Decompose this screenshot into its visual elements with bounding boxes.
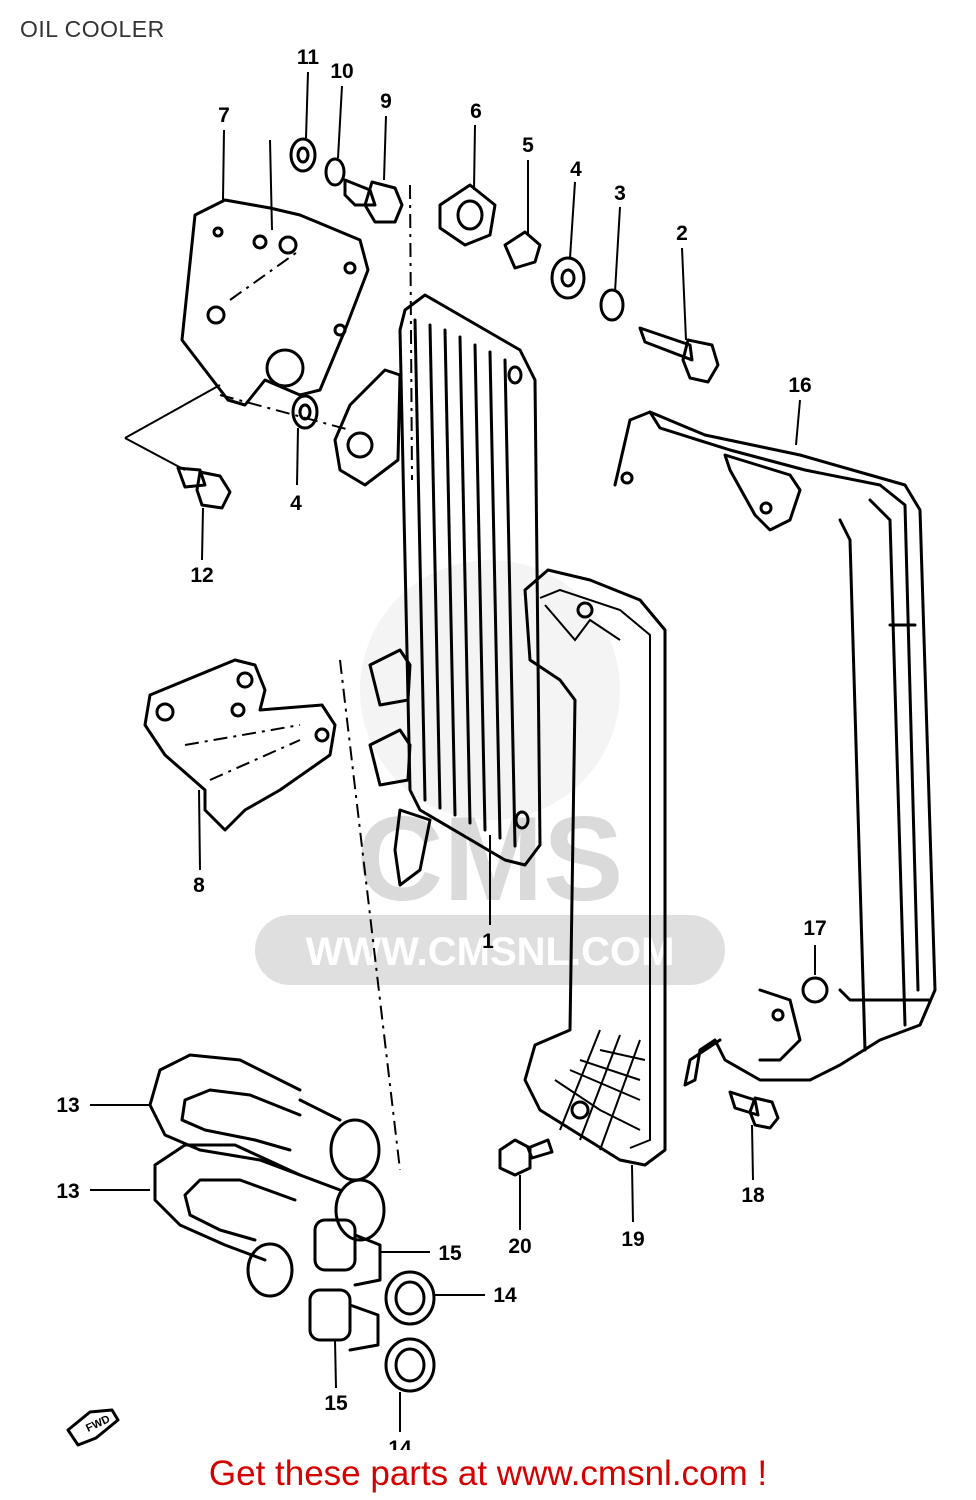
callout-12: 12: [190, 564, 213, 587]
part-1-oil-cooler: [333, 293, 542, 887]
diagram-title: OIL COOLER: [20, 16, 165, 42]
callout-16: 16: [788, 374, 811, 397]
part-19-shroud: [523, 568, 667, 1167]
watermark-url: WWW.CMSNL.COM: [306, 930, 675, 974]
callout-8: 8: [193, 874, 205, 897]
direction-marker: FWD: [84, 1413, 112, 1434]
part-16-guard: [613, 410, 937, 1087]
part-14-orings: [384, 1270, 436, 1393]
callout-14-lower: 14: [388, 1437, 412, 1450]
callout-15-lower: 15: [324, 1392, 348, 1415]
callout-20: 20: [508, 1235, 531, 1258]
callout-10: 10: [330, 60, 353, 83]
callout-5: 5: [522, 134, 534, 157]
part-7-upper-bracket: [180, 198, 370, 407]
leader-lines: [90, 71, 816, 1432]
callout-15-upper: 15: [438, 1242, 462, 1265]
exploded-parts-diagram: CMS WWW.CMSNL.COM: [56, 46, 937, 1450]
hardware-parts: FWD: [66, 137, 829, 1447]
callout-14-upper: 14: [493, 1284, 517, 1307]
callout-2: 2: [676, 222, 688, 245]
part-8-lower-bracket: [143, 658, 337, 832]
footer-link-text[interactable]: Get these parts at www.cmsnl.com !: [208, 1454, 768, 1493]
callout-9: 9: [380, 90, 392, 113]
callout-6: 6: [470, 100, 482, 123]
callout-18: 18: [741, 1184, 765, 1207]
callout-19: 19: [621, 1228, 644, 1251]
callout-4-upper: 4: [570, 158, 582, 181]
callout-4-lower: 4: [290, 492, 302, 515]
callout-13-upper: 13: [56, 1094, 79, 1117]
part-15-fittings: [308, 1218, 382, 1352]
callout-11: 11: [297, 46, 320, 69]
callout-7: 7: [218, 104, 230, 127]
callout-labels: 1 2 3 4 4 5 6 7 8 9 10 11 12 13 13 14 14…: [56, 46, 826, 1450]
callout-13-lower: 13: [56, 1180, 79, 1203]
callout-1: 1: [482, 930, 494, 953]
part-13-hoses: [148, 1053, 386, 1298]
callout-17: 17: [803, 917, 826, 940]
callout-3: 3: [614, 182, 626, 205]
